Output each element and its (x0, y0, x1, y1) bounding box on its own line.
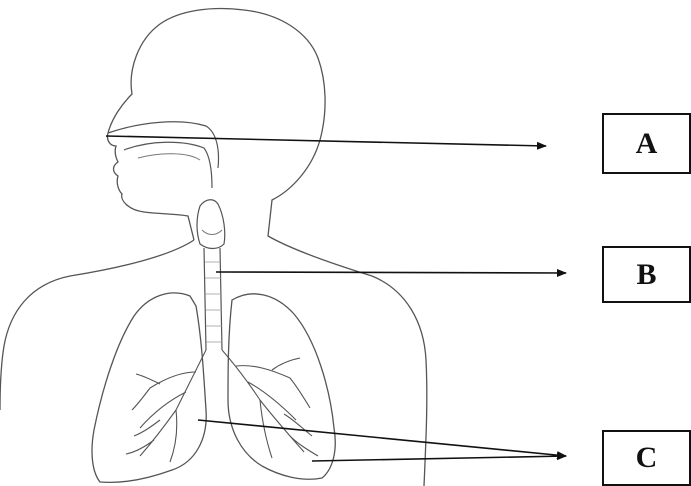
pointer-arrow-b (216, 272, 566, 273)
nasal-cavity-outline (108, 122, 219, 168)
label-box-c: C (602, 430, 691, 486)
trachea-rings (205, 262, 222, 342)
label-box-b: B (602, 246, 691, 303)
left-shoulder-outline (0, 240, 194, 410)
right-bronchi (222, 350, 318, 458)
pointer-arrow-a (106, 136, 546, 146)
larynx-detail (202, 230, 222, 235)
left-bronchi (126, 350, 206, 462)
left-lung-outline (92, 293, 206, 482)
larynx-outline (197, 200, 225, 249)
right-lung-outline (228, 294, 335, 479)
human-silhouette-outline (108, 9, 427, 486)
label-box-a: A (602, 113, 691, 174)
pointer-arrow-c-lower (312, 456, 566, 461)
nasal-passage-inner (124, 142, 212, 188)
face-profile-outline (107, 133, 194, 240)
trachea-outline (204, 248, 222, 350)
pointer-arrow-c-upper (198, 420, 566, 456)
palate-line (138, 154, 200, 160)
